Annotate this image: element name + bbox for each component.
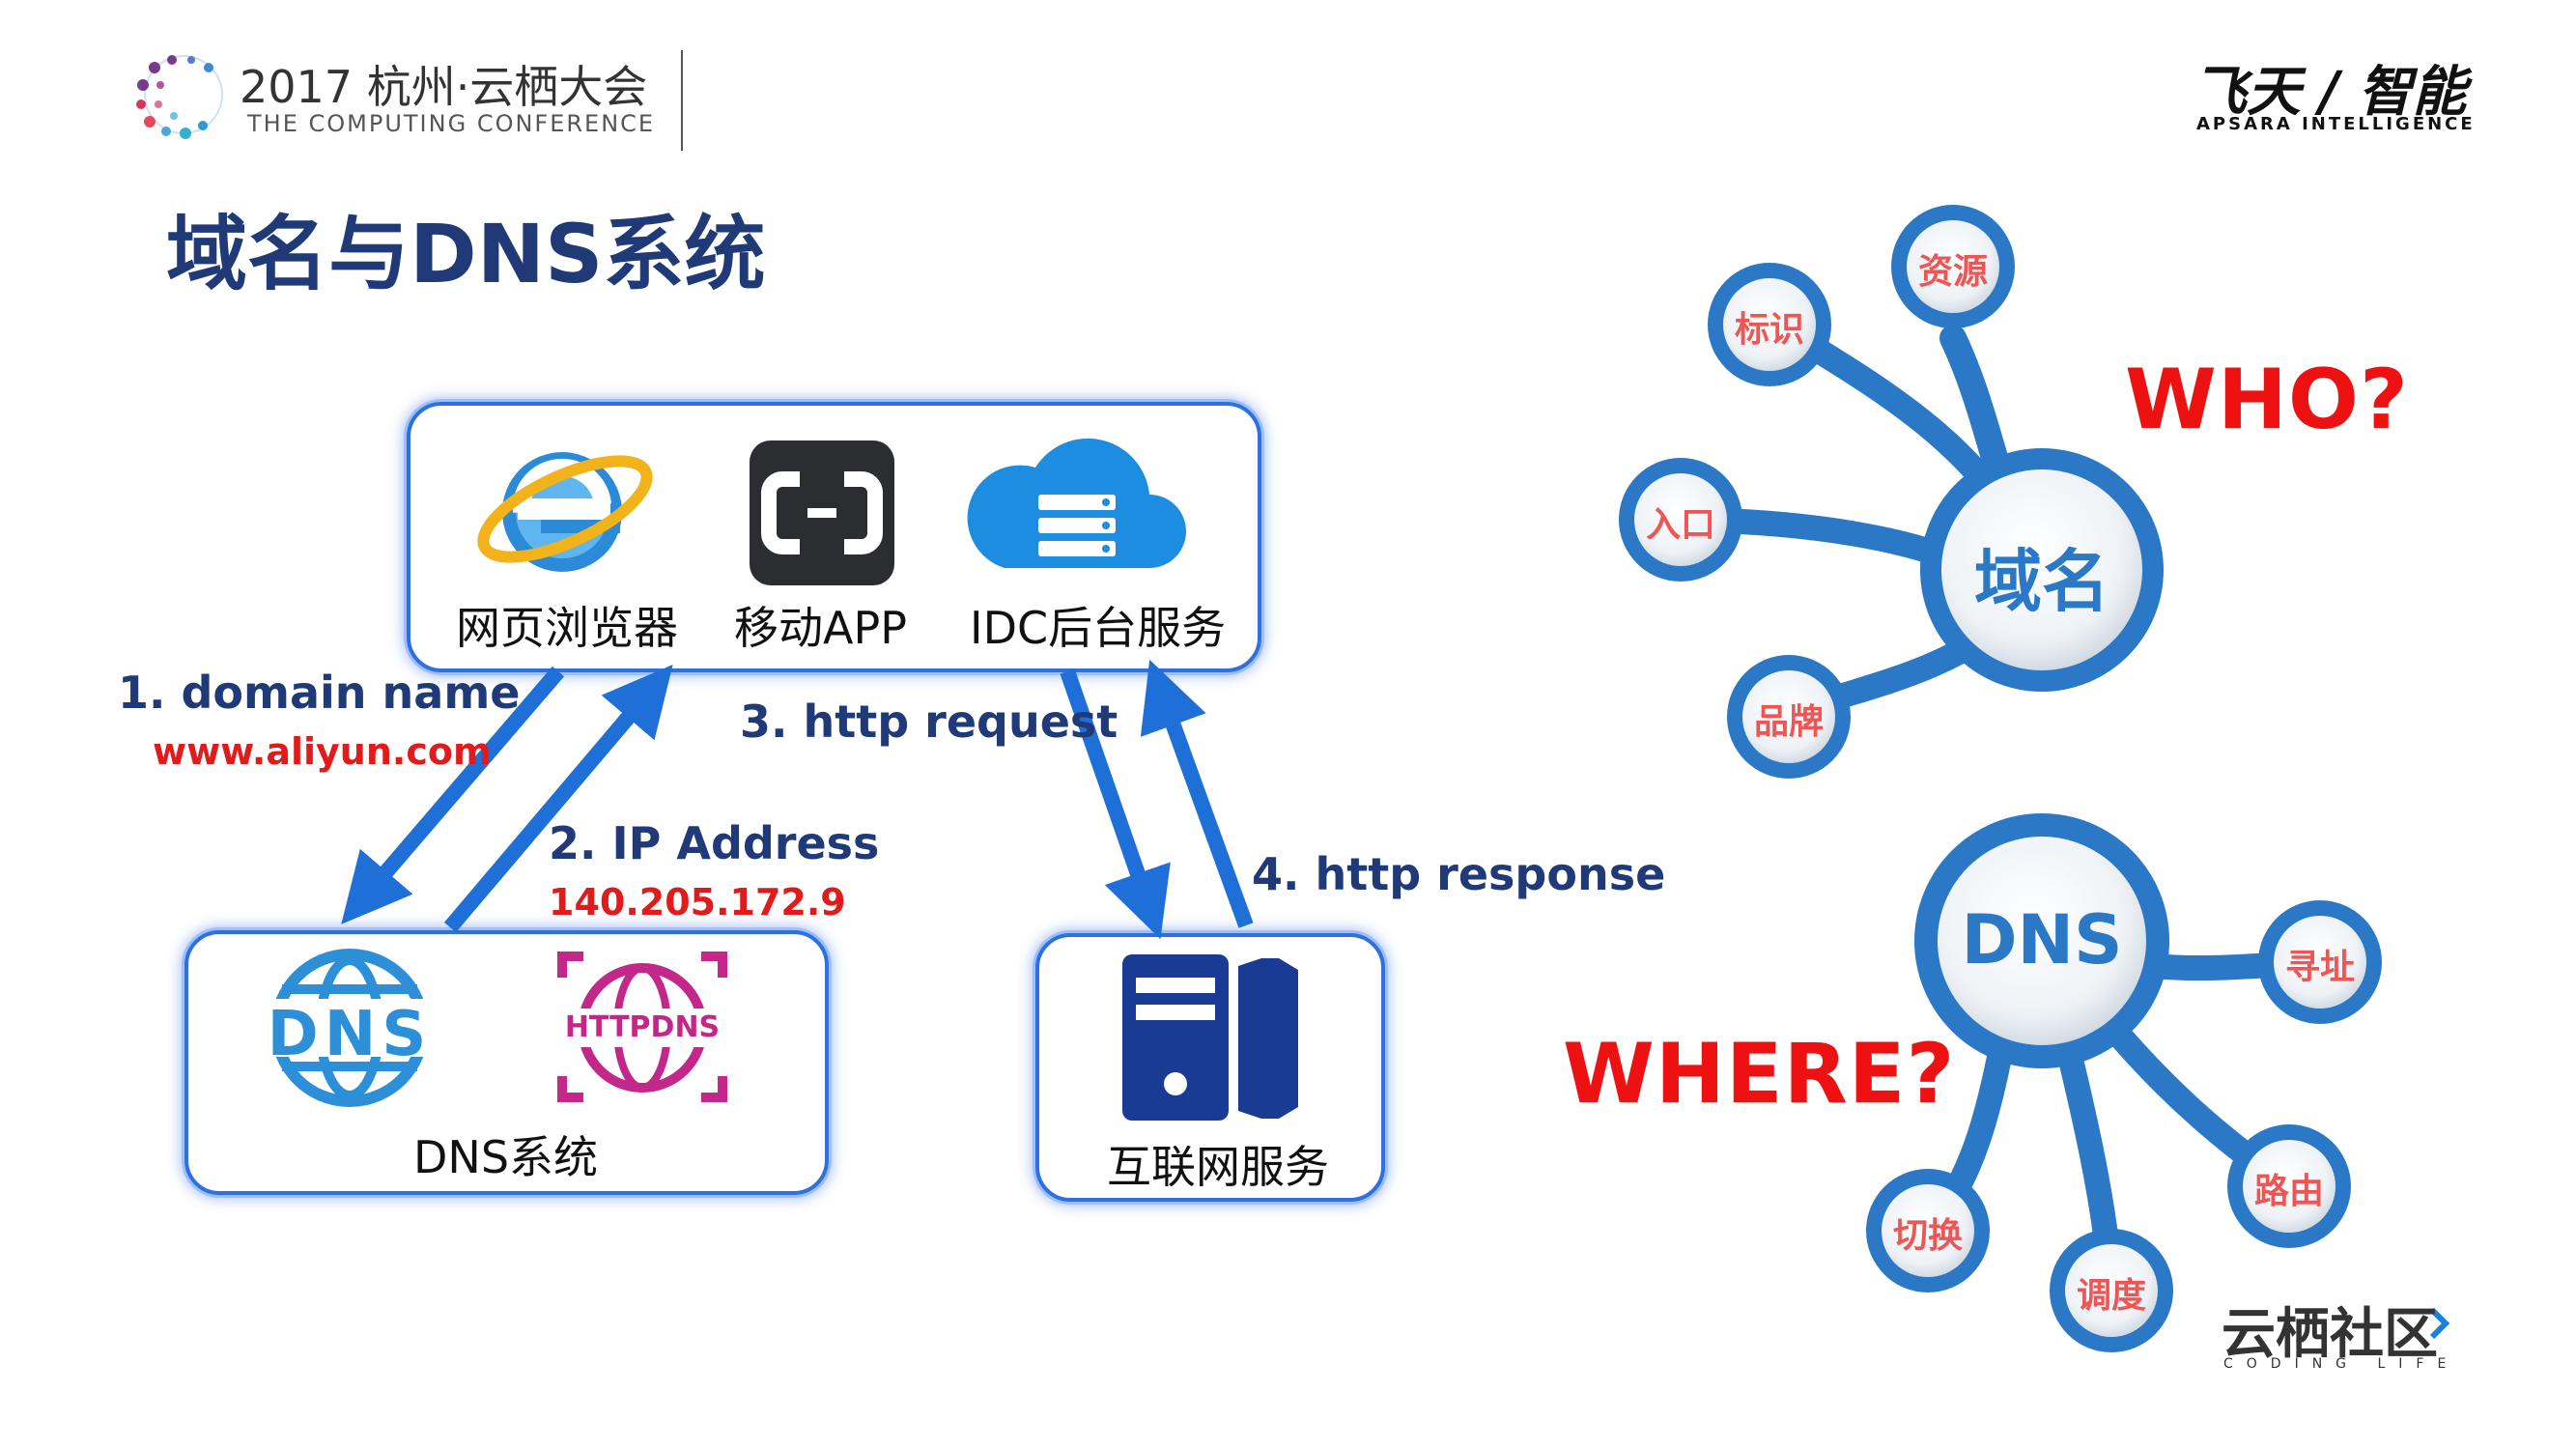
arrow-domain-name (341, 666, 565, 924)
leaf-identifier: 标识 (1734, 310, 1804, 350)
footer-logo-sub: CODING LIFE (2223, 1356, 2460, 1372)
dns-system-label: DNS系统 (413, 1131, 599, 1183)
mindmap-dns-nodes (1866, 813, 2382, 1352)
step1-label: 1. domain name (118, 667, 521, 719)
step3-label: 3. http request (740, 696, 1118, 748)
step1-value: www.aliyun.com (153, 730, 492, 773)
leaf-addressing: 寻址 (2284, 948, 2355, 987)
question-who: WHO? (2125, 352, 2409, 448)
httpdns-icon-text: HTTPDNS (564, 1010, 721, 1044)
mindmap-domain-nodes (1619, 205, 2164, 779)
dns-icon-text: DNS (267, 999, 433, 1070)
arrow-http-request (1060, 668, 1171, 940)
conference-subtitle: THE COMPUTING CONFERENCE (247, 110, 656, 137)
cloud-server-icon (967, 438, 1186, 568)
conference-logo-icon (136, 55, 223, 139)
aliyun-app-icon (750, 440, 894, 585)
leaf-entrance: 入口 (1645, 505, 1715, 545)
ie-browser-icon (477, 452, 653, 572)
conference-title: 2017 杭州·云栖大会 (240, 61, 648, 113)
leaf-switching: 切换 (1892, 1216, 1963, 1256)
internet-service-label: 互联网服务 (1107, 1141, 1329, 1193)
leaf-brand: 品牌 (1753, 702, 1824, 742)
leaf-scheduling: 调度 (2076, 1276, 2146, 1316)
brand-logo: 飞天 / 智能 (2193, 61, 2467, 124)
server-tower-icon (1122, 954, 1298, 1121)
footer-logo: 云栖社区 (2222, 1303, 2438, 1366)
leaf-routing: 路由 (2253, 1172, 2324, 1211)
idc-service-label: IDC后台服务 (970, 602, 1227, 654)
hub-dns: DNS (1961, 900, 2123, 980)
httpdns-icon (557, 952, 727, 1102)
brand-subtitle: APSARA INTELLIGENCE (2196, 114, 2476, 134)
hub-domain: 域名 (1974, 542, 2109, 621)
arrow-http-response (1140, 659, 1254, 928)
question-where: WHERE? (1563, 1026, 1956, 1122)
yunqi-logo-icon (2429, 1307, 2450, 1340)
leaf-resource: 资源 (1917, 252, 1988, 292)
step2-value: 140.205.172.9 (549, 881, 846, 923)
mobile-app-label: 移动APP (734, 602, 907, 654)
browser-label: 网页浏览器 (456, 602, 678, 654)
arrow-ip-address (443, 665, 673, 933)
dns-globe-icon (263, 949, 437, 1107)
step2-label: 2. IP Address (549, 817, 880, 869)
page-title: 域名与DNS系统 (166, 207, 766, 301)
step4-label: 4. http response (1252, 848, 1666, 900)
